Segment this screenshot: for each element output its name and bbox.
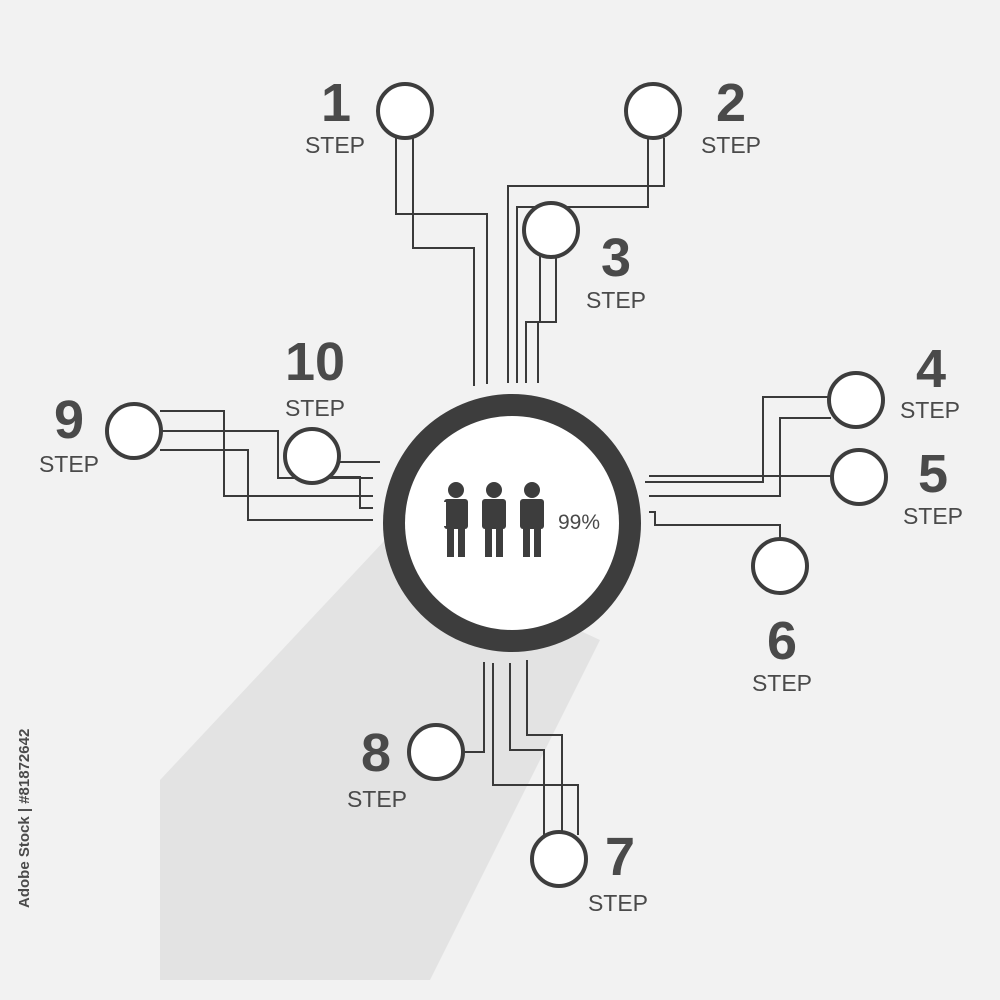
step-6-number: 6 bbox=[767, 611, 797, 671]
step-6-circle[interactable] bbox=[751, 537, 809, 595]
step-9-number: 9 bbox=[54, 390, 84, 450]
wire-step-4 bbox=[649, 417, 831, 497]
step-3-number: 3 bbox=[601, 228, 631, 288]
step-6-label: STEP bbox=[752, 670, 812, 696]
step-7: 7 STEP bbox=[530, 827, 648, 916]
wire-step-7 bbox=[492, 663, 579, 835]
step-3-circle[interactable] bbox=[522, 201, 580, 259]
wire-step-7 bbox=[509, 663, 545, 835]
step-1-number: 1 bbox=[321, 73, 351, 133]
step-8-label: STEP bbox=[347, 786, 407, 812]
wire-step-1 bbox=[412, 138, 475, 386]
hub-face bbox=[405, 416, 619, 630]
step-10-label: STEP bbox=[285, 395, 345, 421]
step-2-label: STEP bbox=[701, 132, 761, 158]
wire-step-3 bbox=[537, 256, 557, 383]
step-3: 3 STEP bbox=[522, 201, 646, 313]
wire-step-2 bbox=[507, 138, 665, 383]
center-hub: 99% bbox=[383, 394, 641, 652]
wire-step-10 bbox=[325, 476, 373, 509]
stock-id-watermark: Adobe Stock | #81872642 bbox=[16, 729, 33, 908]
step-6: 6 STEP bbox=[751, 537, 812, 696]
step-10-circle[interactable] bbox=[283, 427, 341, 485]
wire-step-3 bbox=[525, 256, 541, 383]
wire-step-6 bbox=[649, 511, 781, 540]
step-4-number: 4 bbox=[916, 339, 946, 399]
step-1-label: STEP bbox=[305, 132, 365, 158]
step-1: 1 STEP bbox=[305, 73, 434, 158]
wire-step-9 bbox=[160, 430, 373, 479]
wire-step-8 bbox=[461, 662, 485, 753]
step-10-number: 10 bbox=[285, 332, 345, 392]
step-2: 2 STEP bbox=[624, 73, 761, 158]
step-9-label: STEP bbox=[39, 451, 99, 477]
wire-step-4 bbox=[645, 396, 831, 483]
step-4-label: STEP bbox=[900, 397, 960, 423]
step-9-circle[interactable] bbox=[105, 402, 163, 460]
step-7-label: STEP bbox=[588, 890, 648, 916]
wire-step-7 bbox=[526, 660, 563, 835]
step-8-number: 8 bbox=[361, 723, 391, 783]
step-4: 4 STEP bbox=[827, 339, 960, 429]
step-1-circle[interactable] bbox=[376, 82, 434, 140]
step-2-number: 2 bbox=[716, 73, 746, 133]
step-5-circle[interactable] bbox=[830, 448, 888, 506]
step-8: 8 STEP bbox=[347, 723, 465, 812]
step-2-circle[interactable] bbox=[624, 82, 682, 140]
step-5-label: STEP bbox=[903, 503, 963, 529]
wire-step-2 bbox=[516, 138, 649, 383]
step-8-circle[interactable] bbox=[407, 723, 465, 781]
three-people-icon bbox=[442, 482, 544, 557]
step-10: 10 STEP bbox=[283, 332, 345, 485]
step-3-label: STEP bbox=[586, 287, 646, 313]
step-7-number: 7 bbox=[605, 827, 635, 887]
step-9: 9 STEP bbox=[39, 390, 163, 477]
wire-step-1 bbox=[395, 138, 488, 384]
wire-step-9 bbox=[160, 410, 373, 497]
step-4-circle[interactable] bbox=[827, 371, 885, 429]
connector-lines bbox=[160, 138, 833, 835]
step-5: 5 STEP bbox=[830, 444, 963, 529]
step-7-circle[interactable] bbox=[530, 830, 588, 888]
percent-value: 99% bbox=[558, 511, 600, 534]
step-5-number: 5 bbox=[918, 444, 948, 504]
wire-step-9 bbox=[160, 449, 373, 521]
